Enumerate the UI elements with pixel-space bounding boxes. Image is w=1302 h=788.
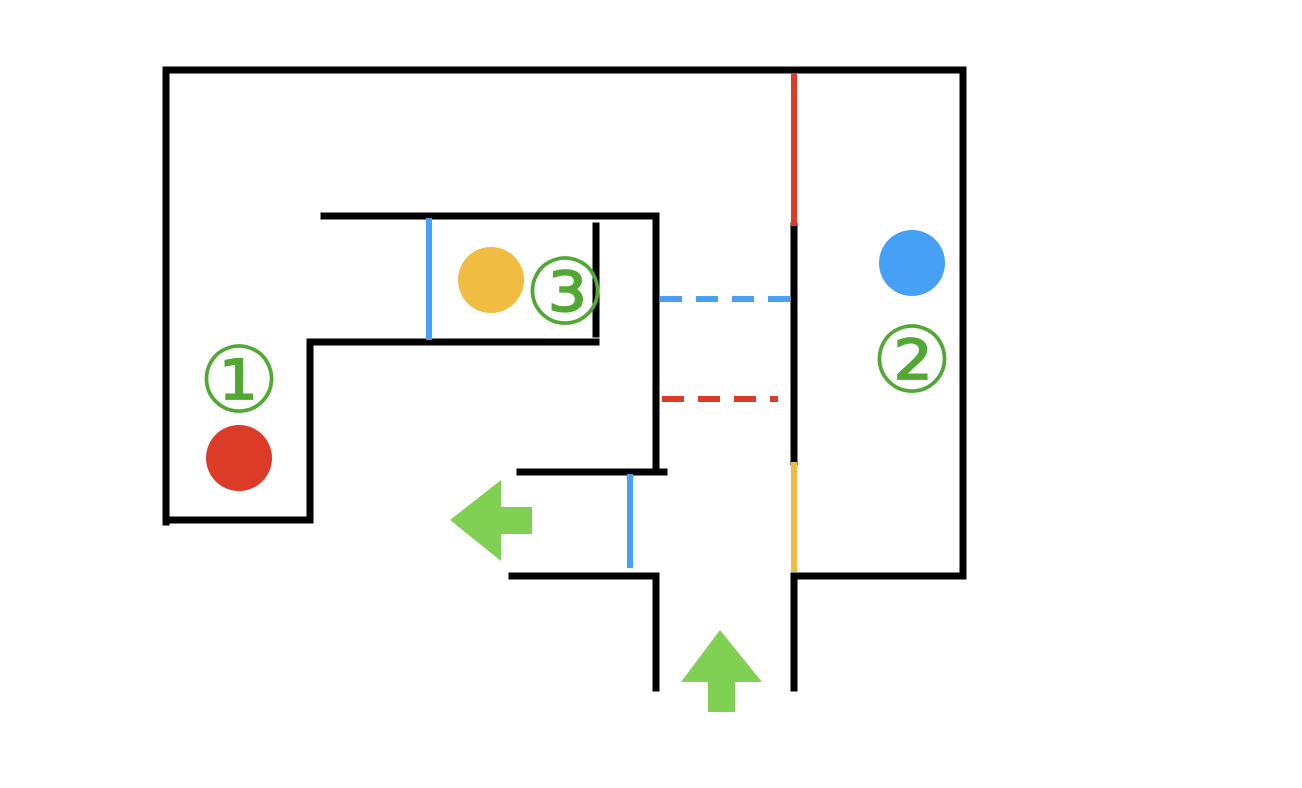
left-arrow-icon — [450, 480, 532, 561]
room-1-marker: ① — [198, 327, 280, 434]
room-3-marker: ③ — [524, 239, 606, 346]
room-2-marker: ② — [871, 307, 953, 414]
arrows — [450, 480, 762, 712]
red-ball — [206, 425, 272, 491]
yellow-ball — [458, 247, 524, 313]
doors — [426, 73, 797, 572]
blue-ball — [879, 230, 945, 296]
balls — [206, 230, 945, 491]
room-markers: ① ② ③ — [198, 239, 953, 434]
up-arrow-icon — [681, 630, 762, 712]
walls — [162, 66, 967, 692]
